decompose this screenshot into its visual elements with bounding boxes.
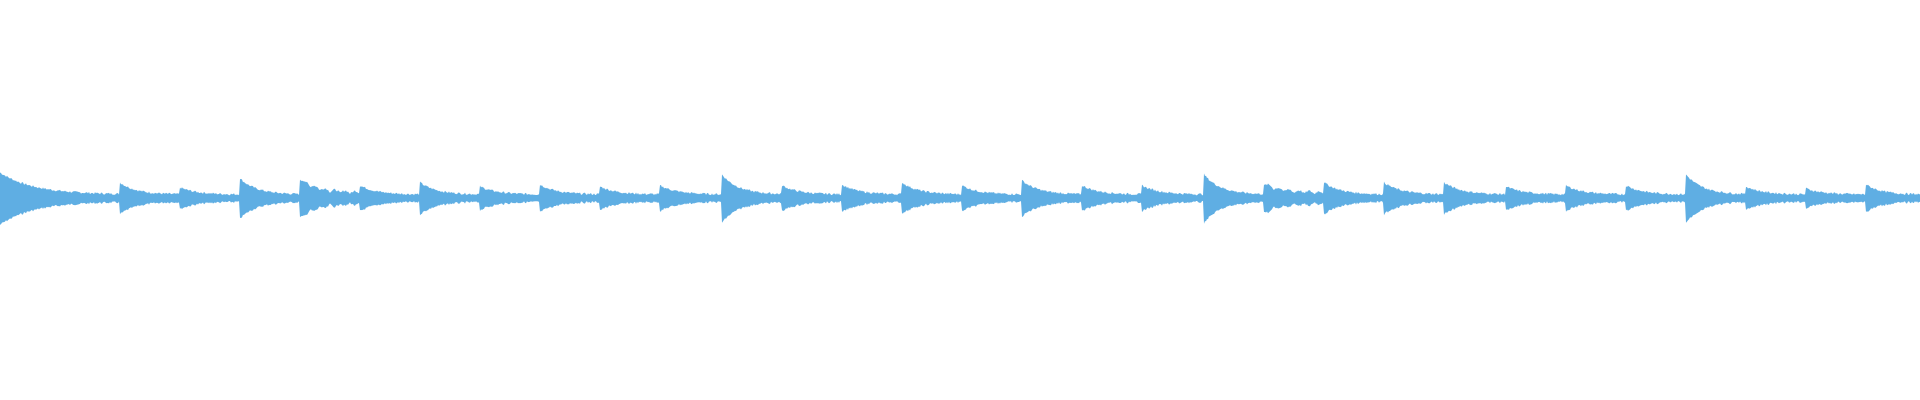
waveform-shape (0, 172, 1920, 225)
